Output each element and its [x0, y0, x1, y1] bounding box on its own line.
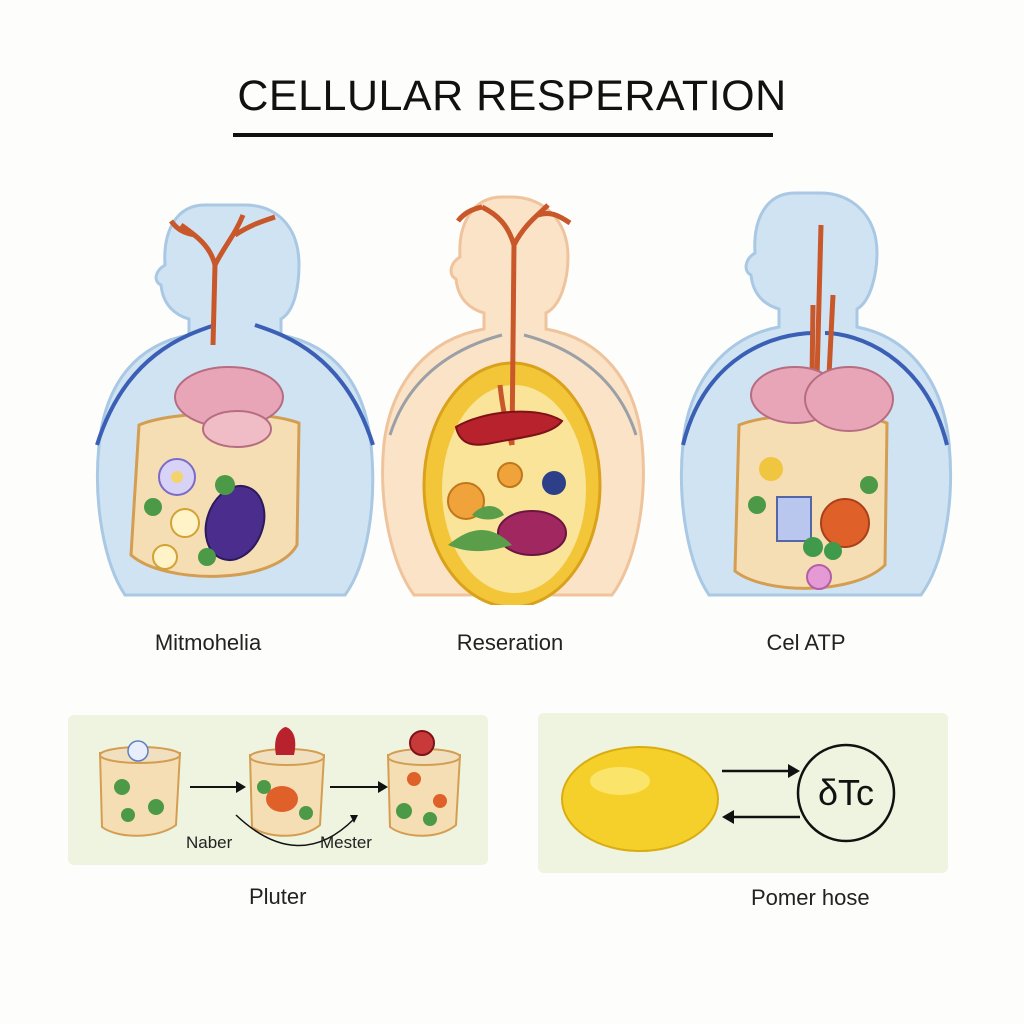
purple-organelle	[204, 485, 266, 561]
cell-flow-panel	[68, 715, 488, 865]
orange-organelle-2	[497, 462, 523, 488]
atp-panel-caption: Pomer hose	[751, 885, 870, 910]
human-figure-cell-atp	[665, 185, 965, 605]
cycle-symbol: δTc	[817, 772, 875, 813]
red-organelle	[454, 410, 564, 446]
flow-label-right: Mester	[320, 833, 372, 852]
green-organelle-1	[803, 537, 823, 557]
flower-3	[152, 544, 178, 570]
artery-trunk	[169, 214, 276, 346]
green-organelle-2	[824, 542, 842, 560]
orange-organelle-1	[447, 482, 485, 520]
stomach	[202, 410, 272, 448]
vessel-left	[95, 323, 216, 446]
arrow-2	[330, 781, 388, 793]
human-figure-respiration	[362, 185, 662, 605]
flower-2	[170, 508, 200, 538]
backward-arrow	[722, 810, 800, 824]
cell-step-1	[98, 740, 182, 837]
artery-trunk	[456, 203, 572, 446]
figure-caption-3: Cel ATP	[766, 630, 846, 655]
stomach	[804, 366, 894, 432]
cycle-circle	[796, 743, 896, 843]
title-underline	[233, 133, 773, 137]
vessel-right	[523, 333, 638, 436]
flow-panel-caption: Pluter	[249, 884, 307, 909]
leaf-2	[144, 498, 162, 516]
cell-step-3	[386, 730, 462, 837]
atp-cycle-panel	[538, 713, 948, 873]
pink-flower	[806, 564, 832, 590]
vessel-left	[388, 333, 503, 436]
return-arc	[235, 814, 355, 847]
human-figure-mitochondria	[85, 185, 385, 605]
beaker	[776, 496, 812, 542]
forward-arrow	[722, 764, 800, 778]
vessel-right	[254, 323, 375, 446]
plum-organelle	[497, 510, 567, 556]
lemon-icon	[561, 746, 719, 852]
vessel-right	[824, 331, 949, 446]
leaf-2	[860, 476, 878, 494]
leaf-sprig-2	[472, 506, 504, 520]
orange-organelle	[820, 498, 870, 548]
blue-organelle	[542, 471, 566, 495]
figure-caption-2: Reseration	[456, 630, 564, 655]
diagram-title: CELLULAR RESPERATION	[237, 72, 787, 120]
cell-step-2	[248, 727, 326, 837]
flow-label-left: Naber	[186, 833, 233, 852]
leaf-1	[748, 496, 766, 514]
leaf-sprig	[448, 530, 512, 552]
vessel-left	[681, 331, 816, 446]
leaf-3	[198, 548, 216, 566]
yellow-organelle	[759, 457, 783, 481]
figure-caption-1: Mitmohelia	[154, 630, 262, 655]
leaf-1	[215, 475, 235, 495]
arrow-1	[190, 781, 246, 793]
